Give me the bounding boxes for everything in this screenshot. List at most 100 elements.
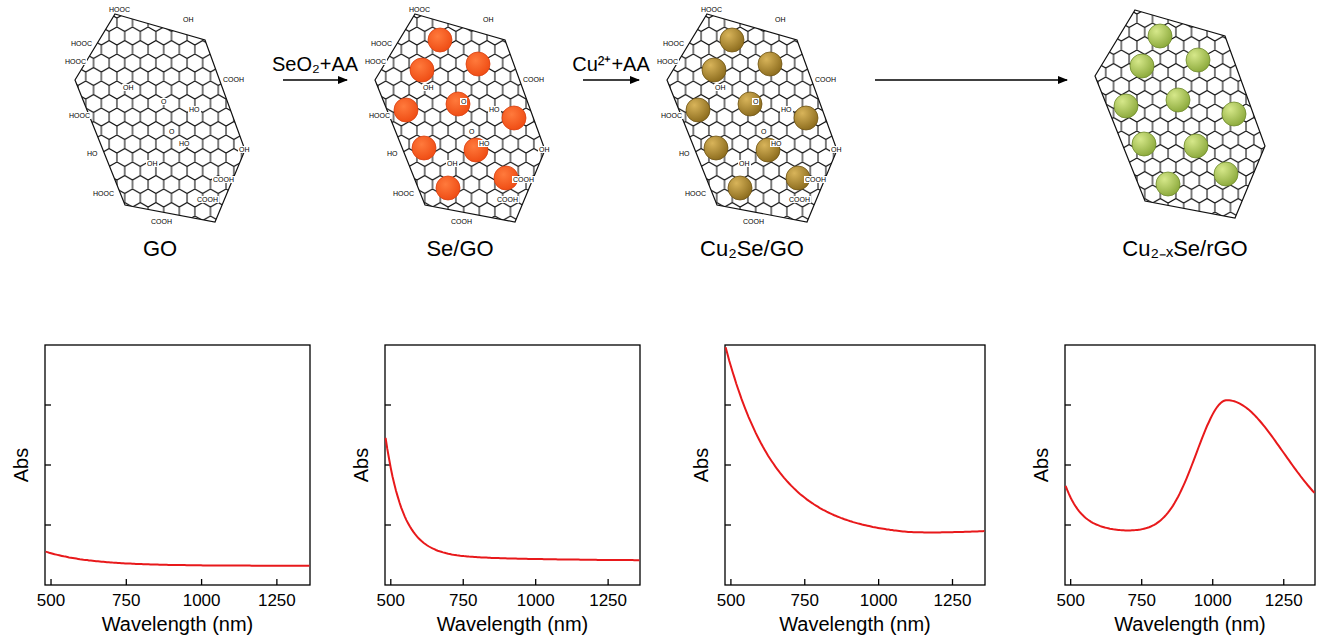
functional-group: HOOC — [684, 190, 707, 197]
functional-group: COOH — [450, 218, 473, 225]
plot-frame — [1065, 345, 1315, 585]
functional-group: O — [460, 98, 467, 105]
functional-group: HOOC — [70, 40, 93, 47]
tick-label: 500 — [717, 592, 745, 609]
functional-group: COOH — [742, 218, 765, 225]
functional-group: OH — [714, 84, 727, 91]
axis-title: Abs — [351, 448, 371, 482]
reagent-label: Cu²⁺+AA — [570, 54, 652, 74]
plot-frame — [725, 345, 985, 585]
x-tick — [878, 579, 879, 585]
functional-group: COOH — [804, 176, 827, 183]
functional-group: OH — [122, 84, 135, 91]
x-tick — [463, 579, 464, 585]
functional-group: OH — [146, 160, 159, 167]
y-tick — [725, 524, 731, 525]
functional-group: COOH — [512, 176, 535, 183]
tick-label: 1250 — [258, 592, 296, 609]
functional-group: COOH — [222, 76, 245, 83]
absorbance-curve — [726, 347, 985, 532]
functional-group: HO — [780, 106, 793, 113]
structure-name: Se/GO — [351, 236, 569, 262]
x-tick — [1070, 579, 1071, 585]
functional-group: HO — [178, 140, 191, 147]
functional-group: HO — [86, 150, 99, 157]
functional-group: COOH — [150, 218, 173, 225]
tick-label: 750 — [791, 592, 819, 609]
functional-group: HOOC — [408, 6, 431, 13]
functional-group: COOH — [496, 196, 519, 203]
functional-group: OH — [182, 16, 195, 23]
tick-label: 1000 — [860, 592, 898, 609]
functional-group: OH — [774, 16, 787, 23]
functional-group: OH — [738, 160, 751, 167]
functional-group: HOOC — [68, 112, 91, 119]
functional-group: COOH — [522, 76, 545, 83]
reaction-arrow — [875, 79, 1067, 81]
tick-label: 750 — [112, 592, 140, 609]
x-tick — [50, 579, 51, 585]
reagent-label: SeO₂+AA — [270, 54, 360, 74]
x-tick — [952, 579, 953, 585]
functional-group: HOOC — [392, 190, 415, 197]
x-tick — [126, 579, 127, 585]
functional-group: OH — [538, 146, 551, 153]
reaction-arrow — [283, 79, 347, 81]
tick-label: 500 — [1056, 592, 1084, 609]
functional-group: HOOC — [656, 58, 679, 65]
absorbance-curve — [1066, 400, 1315, 530]
x-tick — [730, 579, 731, 585]
functional-group: HOOC — [64, 58, 87, 65]
functional-group: HOOC — [368, 112, 391, 119]
tick-label: 500 — [37, 592, 65, 609]
y-tick — [725, 464, 731, 465]
plot-frame — [385, 345, 640, 585]
functional-group: COOH — [196, 196, 219, 203]
y-tick — [385, 404, 391, 405]
reaction-arrow — [583, 79, 639, 81]
y-tick — [1065, 464, 1071, 465]
functional-group: COOH — [788, 196, 811, 203]
functional-group: HO — [386, 150, 399, 157]
structure-name: GO — [51, 236, 269, 262]
functional-group: HOOC — [364, 58, 387, 65]
functional-group: OH — [446, 160, 459, 167]
tick-label: 1250 — [934, 592, 972, 609]
structure-name: Cu₂₋ₓSe/rGO — [1071, 236, 1299, 262]
y-tick — [1065, 404, 1071, 405]
functional-group: COOH — [212, 176, 235, 183]
functional-group: HO — [770, 140, 783, 147]
functional-group: OH — [238, 146, 251, 153]
tick-label: 1250 — [1265, 592, 1303, 609]
x-tick — [1212, 579, 1213, 585]
axis-title: Wavelength (nm) — [1114, 614, 1266, 634]
functional-group: HOOC — [662, 40, 685, 47]
functional-group: HO — [678, 150, 691, 157]
functional-group: HOOC — [700, 6, 723, 13]
tick-label: 750 — [1128, 592, 1156, 609]
functional-group: O — [760, 128, 767, 135]
plot-frame — [45, 345, 310, 585]
structure-panel: Cu₂₋ₓSe/rGO — [1071, 0, 1299, 262]
functional-group: HOOC — [370, 40, 393, 47]
x-tick — [201, 579, 202, 585]
y-tick — [725, 404, 731, 405]
functional-group: HOOC — [108, 6, 131, 13]
x-tick — [607, 579, 608, 585]
functional-group: OH — [482, 16, 495, 23]
functional-group: O — [160, 98, 167, 105]
functional-group: O — [168, 128, 175, 135]
x-tick — [804, 579, 805, 585]
functional-group: HOOC — [92, 190, 115, 197]
tick-label: 750 — [449, 592, 477, 609]
tick-label: 1000 — [1194, 592, 1232, 609]
y-tick — [45, 524, 51, 525]
structure-name: Cu₂Se/GO — [643, 236, 861, 262]
axis-title: Abs — [1031, 448, 1051, 482]
tick-label: 500 — [377, 592, 405, 609]
functional-group: HO — [188, 106, 201, 113]
y-tick — [385, 524, 391, 525]
